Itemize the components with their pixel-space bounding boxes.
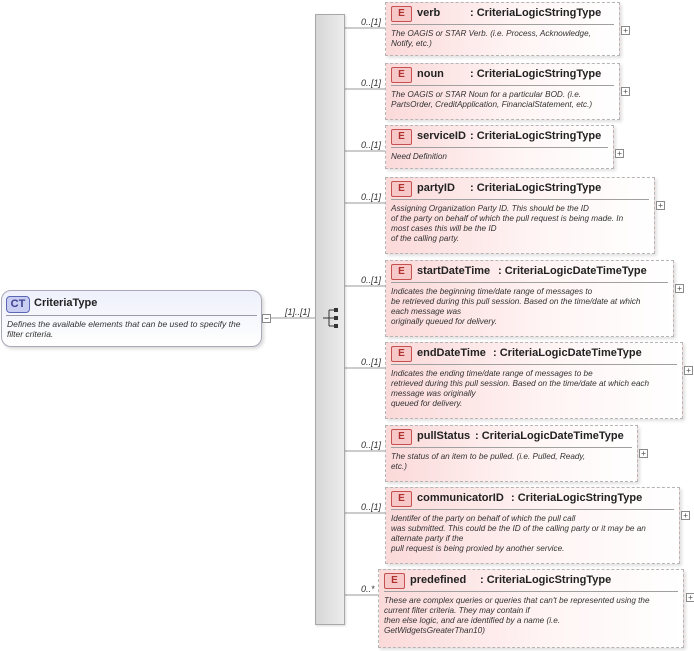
element-documentation: The OAGIS or STAR Verb. (i.e. Process, A… [391, 29, 591, 48]
multiplicity-label: 0..[1] [361, 502, 382, 512]
element-type: : CriteriaLogicDateTimeType [493, 347, 642, 359]
element-name: noun [417, 68, 444, 80]
element-type: : CriteriaLogicStringType [480, 574, 612, 586]
element-icon: E [391, 491, 412, 507]
multiplicity-label: 0..[1] [361, 357, 382, 367]
sequence-icon [323, 308, 338, 328]
element-icon: E [391, 6, 412, 22]
element-documentation: The status of an item to be pulled. (i.e… [391, 452, 586, 471]
element-name: predefined [410, 574, 467, 586]
multiplicity-label: 0..[1] [361, 192, 382, 202]
divider [391, 282, 668, 283]
expand-icon[interactable]: + [656, 201, 665, 210]
complex-type-box[interactable]: CT CriteriaType Defines the available el… [1, 290, 262, 347]
expand-icon[interactable]: + [675, 284, 684, 293]
element-name: endDateTime [417, 347, 486, 359]
collapse-icon[interactable]: − [262, 314, 271, 323]
element-type: : CriteriaLogicStringType [470, 130, 602, 142]
multiplicity-label: 0..[1] [361, 17, 382, 27]
element-name: communicatorID [417, 492, 504, 504]
element-type: : CriteriaLogicStringType [470, 182, 602, 194]
element-documentation: The OAGIS or STAR Noun for a particular … [391, 90, 593, 109]
multiplicity-label: 0..[1] [361, 440, 382, 450]
element-documentation: Indicates the beginning time/date range … [391, 287, 641, 326]
divider [391, 147, 608, 148]
element-type: : CriteriaLogicStringType [511, 492, 643, 504]
element-name: startDateTime [417, 265, 491, 277]
element-type: : CriteriaLogicStringType [470, 7, 602, 19]
element-documentation: Indicates the ending time/date range of … [391, 369, 650, 408]
divider [391, 509, 674, 510]
divider [384, 591, 678, 592]
element-icon: E [391, 129, 412, 145]
element-icon: E [384, 573, 405, 589]
complex-type-icon: CT [6, 296, 30, 313]
element-icon: E [391, 264, 412, 280]
element-documentation: Assigning Organization Party ID. This sh… [391, 204, 624, 243]
divider [6, 315, 257, 316]
element-type: : CriteriaLogicDateTimeType [498, 265, 647, 277]
element-name: verb [417, 7, 441, 19]
expand-icon[interactable]: + [621, 87, 630, 96]
expand-icon[interactable]: + [686, 593, 694, 602]
multiplicity-label: 0..[1] [361, 275, 382, 285]
expand-icon[interactable]: + [615, 149, 624, 158]
multiplicity-label: 0..[1] [361, 140, 382, 150]
element-icon: E [391, 346, 412, 362]
element-documentation: Identifer of the party on behalf of whic… [391, 514, 646, 553]
element-name: serviceID [417, 130, 466, 142]
complex-type-documentation: Defines the available elements that can … [7, 319, 241, 339]
root-multiplicity: [1]..[1] [285, 307, 311, 317]
element-documentation: Need Definition [391, 152, 447, 161]
element-icon: E [391, 429, 412, 445]
element-icon: E [391, 67, 412, 83]
divider [391, 24, 614, 25]
expand-icon[interactable]: + [639, 449, 648, 458]
multiplicity-label: 0..* [361, 584, 375, 594]
element-name: pullStatus [417, 430, 471, 442]
element-type: : CriteriaLogicStringType [470, 68, 602, 80]
element-type: : CriteriaLogicDateTimeType [475, 430, 624, 442]
expand-icon[interactable]: + [681, 511, 690, 520]
divider [391, 85, 614, 86]
divider [391, 364, 677, 365]
element-documentation: These are complex queries or queries tha… [384, 596, 650, 635]
expand-icon[interactable]: + [684, 366, 693, 375]
expand-icon[interactable]: + [621, 26, 630, 35]
divider [391, 447, 632, 448]
element-name: partyID [417, 182, 455, 194]
complex-type-name: CriteriaType [34, 297, 98, 309]
element-icon: E [391, 181, 412, 197]
sequence-compositor[interactable] [315, 14, 345, 625]
divider [391, 199, 649, 200]
multiplicity-label: 0..[1] [361, 78, 382, 88]
